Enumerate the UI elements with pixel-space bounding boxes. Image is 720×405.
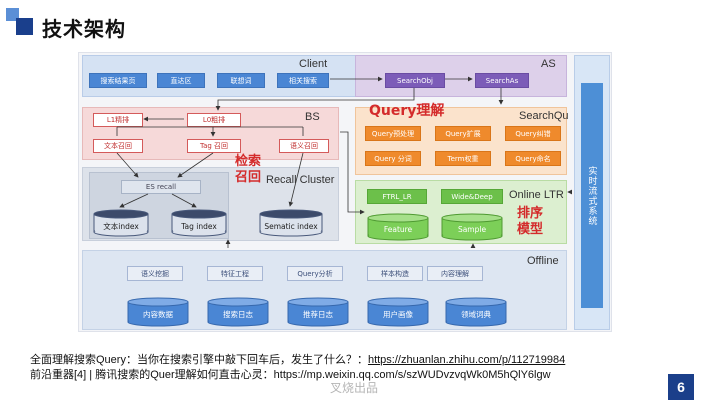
text-index-label: 文本index [103,221,139,231]
online-ltr-title: Online LTR [509,189,564,201]
as-title: AS [541,58,556,70]
stream-bar [581,83,603,308]
client-item: 联想词 [217,73,265,88]
client-item: 相关搜索 [277,73,329,88]
offline-store-label: 用户画像 [383,309,413,319]
bs-title: BS [305,111,320,123]
recall-annotation-line2: 召回 [235,170,262,185]
stream-label: 实时流式系统 [586,165,597,226]
header-square-dark [16,18,33,35]
sematic-index-label: Sematic index [264,221,318,231]
offline-item: Query分析 [287,266,343,281]
as-item-searchobj: SearchObj [385,73,445,88]
offline-store-cylinder [445,297,507,327]
offline-store-cylinder [367,297,429,327]
ltr-model: FTRL_LR [367,189,427,204]
client-item: 直达区 [157,73,205,88]
offline-store-cylinder [207,297,269,327]
footer-reference-1-link[interactable]: https://zhuanlan.zhihu.com/p/112719984 [367,354,566,366]
offline-store-label: 领域词典 [461,309,491,319]
feature-label: Feature [383,224,413,234]
searchqu-item: Query扩展 [435,126,491,141]
bs-item: Tag 召回 [187,139,241,153]
recall-annotation-line1: 检索 [235,154,262,169]
offline-item: 样本构造 [367,266,423,281]
searchqu-item: Query 分词 [365,151,421,166]
searchqu-item: Query纠错 [505,126,561,141]
tag-index-cylinder [171,209,227,237]
searchqu-item: Term权重 [435,151,491,166]
bs-item: L1精排 [93,113,143,127]
recall-cluster-title: Recall Cluster [266,174,335,186]
searchqu-item: Query命名 [505,151,561,166]
footer-reference-1: 全面理解搜索Query：当你在搜索引擎中敲下回车后，发生了什么？：https:/… [30,351,565,367]
offline-item: 特征工程 [207,266,263,281]
footer-reference-1-text: 全面理解搜索Query：当你在搜索引擎中敲下回车后，发生了什么？： [30,354,368,366]
page-number-badge: 6 [668,374,694,400]
client-item: 搜索结果页 [89,73,147,88]
architecture-diagram: 实时流式系统 Client 搜索结果页 直达区 联想词 相关搜索 AS Sear… [78,52,612,332]
bs-item: L0粗排 [187,113,241,127]
sample-cylinder [441,213,503,241]
text-index-cylinder [93,209,149,237]
offline-item: 语义挖掘 [127,266,183,281]
sample-label: Sample [457,224,487,234]
watermark: 叉烧出品 [330,381,379,395]
offline-store-cylinder [127,297,189,327]
offline-store-label: 推荐日志 [303,309,333,319]
client-title: Client [299,58,328,70]
header-square-light [6,8,19,21]
offline-store-cylinder [287,297,349,327]
offline-store-label: 内容数据 [143,309,173,319]
feature-cylinder [367,213,429,241]
ltr-annotation-line1: 排序 [517,206,544,221]
footer-reference-2[interactable]: 前沿重器[4] | 腾讯搜索的Quer理解如何直击心灵：https://mp.w… [30,369,551,381]
bs-item: 文本召回 [93,139,143,153]
ltr-annotation-line2: 模型 [517,222,544,237]
es-recall-box: ES recall [121,180,201,194]
offline-item: 内容理解 [427,266,483,281]
bs-item: 语义召回 [279,139,329,153]
sematic-index-cylinder [259,209,323,237]
as-item-searchas: SearchAs [475,73,529,88]
searchqu-item: Query预处理 [365,126,421,141]
offline-title: Offline [527,255,559,267]
tag-index-label: Tag index [181,221,217,231]
searchqu-title: SearchQu [519,110,569,122]
page-title: 技术架构 [42,17,126,41]
query-understanding-annotation: Query理解 [369,103,445,119]
ltr-model: Wide&Deep [441,189,503,204]
offline-store-label: 搜索日志 [223,309,253,319]
